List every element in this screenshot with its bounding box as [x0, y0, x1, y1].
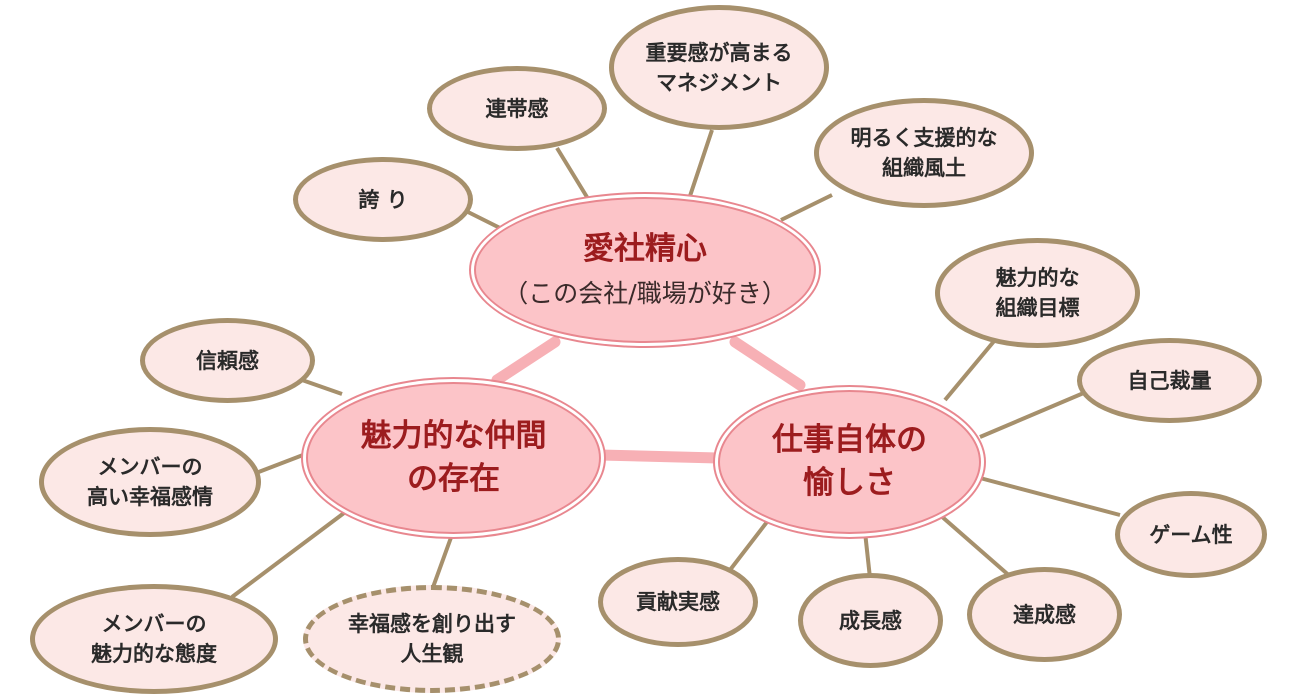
link-nakama-shigoto	[594, 449, 724, 464]
link-aishaseishin-nakama	[491, 336, 561, 386]
link-aishaseishin-shigoto	[729, 336, 806, 391]
core-line-2: の存在	[407, 461, 500, 497]
factor-node-kokenjikkan: 貢献実感	[598, 557, 758, 647]
factor-node-jikosairyo: 自己裁量	[1077, 338, 1262, 423]
link-kokenjikkan	[728, 516, 772, 572]
core-title: 愛社精心	[583, 230, 707, 267]
link-juyokan	[688, 129, 714, 197]
factor-node-tasseikan: 達成感	[967, 567, 1122, 662]
core-node-nakama: 魅力的な仲間 の存在	[306, 382, 601, 534]
link-gamesei	[979, 476, 1121, 517]
factor-node-taido: メンバーの 魅力的な態度	[30, 584, 278, 694]
core-line-1: 魅力的な仲間	[360, 418, 547, 454]
factor-node-jinseikan: 幸福感を創り出す 人生観	[303, 585, 561, 693]
factor-label-line-2: 魅力的な態度	[91, 642, 217, 666]
factor-node-gamesei: ゲーム性	[1115, 491, 1267, 578]
factor-label: 連帯感	[485, 96, 549, 121]
factor-label-line-2: マネジメント	[656, 70, 782, 95]
link-taido	[230, 505, 354, 599]
factor-label: 貢献実感	[636, 590, 720, 614]
link-seichokan	[863, 531, 872, 579]
factor-label-line-2: 人生観	[400, 642, 464, 666]
factor-label-line-1: 明るく支援的な	[850, 126, 998, 150]
core-node-shigoto: 仕事自体の 愉しさ	[718, 390, 981, 534]
factor-node-juyokan: 重要感が高まる マネジメント	[609, 5, 829, 130]
core-subtitle: （この会社/職場が好き）	[503, 278, 787, 308]
core-node-aishaseishin: 愛社精心 （この会社/職場が好き）	[474, 197, 816, 343]
link-hokori	[467, 210, 501, 230]
factor-label: ゲーム性	[1149, 522, 1233, 547]
link-koufuku	[255, 453, 304, 475]
factor-label-line-1: 重要感が高まる	[645, 40, 793, 65]
factor-label-line-2: 高い幸福感情	[87, 485, 213, 509]
factor-label-line-1: 幸福感を創り出す	[348, 612, 516, 636]
core-line-1: 仕事自体の	[772, 422, 927, 458]
factor-label: 成長感	[839, 608, 902, 633]
core-line-2: 愉しさ	[803, 465, 896, 501]
factor-label-line-1: メンバーの	[101, 612, 207, 636]
link-tasseikan	[938, 513, 1014, 580]
factor-label: 達成感	[1013, 602, 1076, 627]
factor-node-soshikimokuhyo: 魅力的な 組織目標	[935, 238, 1140, 348]
link-soshikimokuhyo	[943, 338, 997, 402]
factor-node-rentaikan: 連帯感	[427, 66, 607, 151]
factor-label-line-2: 組織目標	[995, 296, 1080, 320]
factor-label: 自己裁量	[1127, 368, 1212, 393]
link-jikosairyo	[979, 390, 1087, 439]
link-akaruku	[780, 193, 833, 222]
factor-label: 信頼感	[196, 348, 259, 373]
link-shinraikan	[301, 378, 343, 396]
link-jinseikan	[430, 531, 455, 591]
factor-node-hokori: 誇 り	[293, 157, 473, 242]
factor-node-shinraikan: 信頼感	[140, 318, 315, 403]
factor-node-koufuku: メンバーの 高い幸福感情	[39, 427, 261, 537]
link-rentaikan	[555, 146, 592, 204]
factor-node-seichokan: 成長感	[798, 573, 943, 668]
factor-label-line-2: 組織風土	[882, 156, 966, 180]
factor-node-akaruku: 明るく支援的な 組織風土	[814, 98, 1034, 208]
factor-label-line-1: メンバーの	[97, 455, 203, 479]
factor-label-line-1: 魅力的な	[995, 266, 1080, 290]
factor-label: 誇 り	[358, 187, 408, 212]
